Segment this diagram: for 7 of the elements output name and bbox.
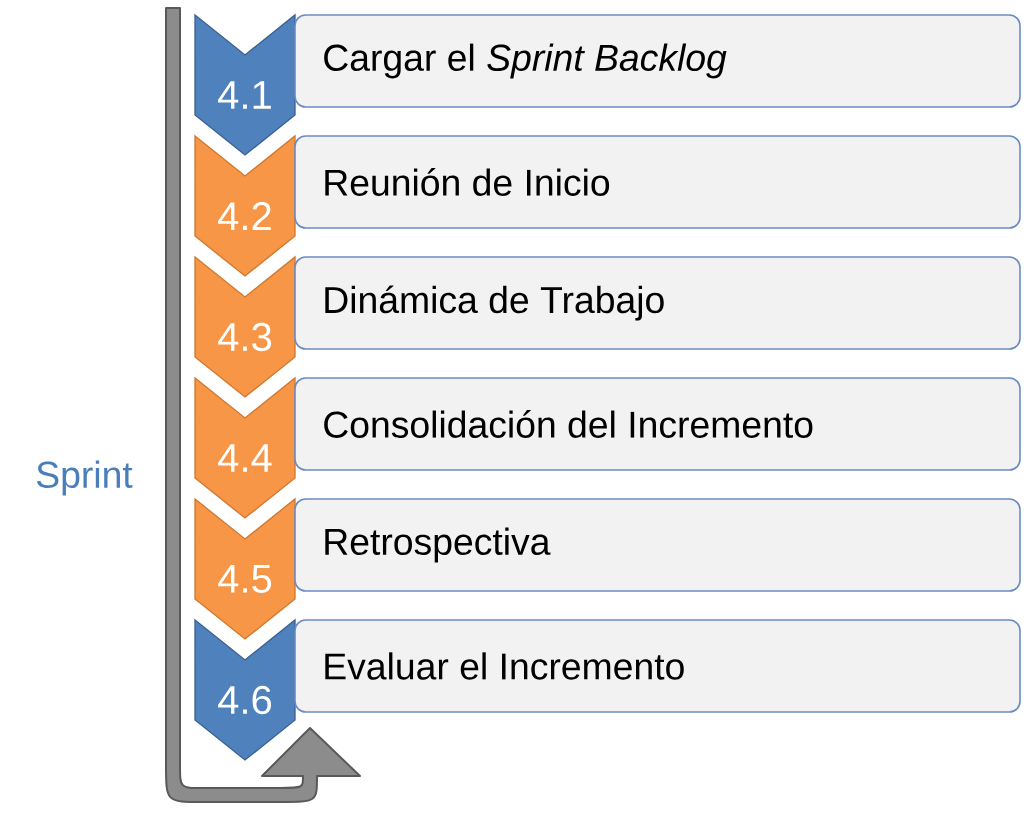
step-box: Retrospectiva: [294, 498, 1021, 592]
step-box: Cargar el Sprint Backlog: [294, 14, 1021, 108]
step-box: Reunión de Inicio: [294, 135, 1021, 229]
step-box: Dinámica de Trabajo: [294, 256, 1021, 350]
step-box: Consolidación del Incremento: [294, 377, 1021, 471]
step-box: Evaluar el Incremento: [294, 619, 1021, 713]
side-label: Sprint: [36, 460, 133, 496]
